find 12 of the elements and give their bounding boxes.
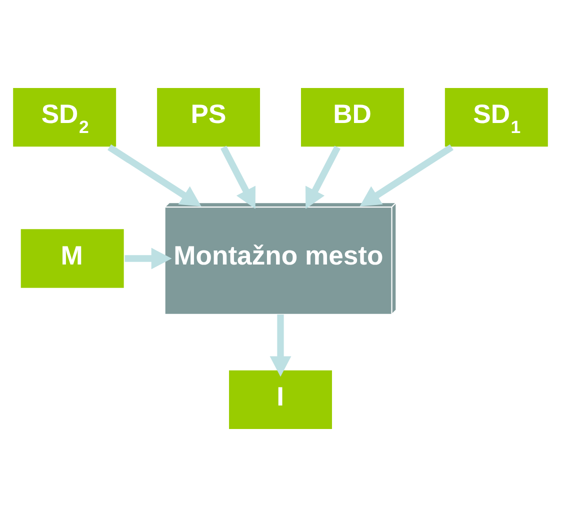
arrow [306,146,340,209]
arrow [360,144,454,206]
arrow [270,314,292,377]
node-box: BD [300,86,406,148]
node-box: PS [156,86,262,148]
node-box: SD$_{1}$ [444,86,549,148]
node-box: M [20,228,125,289]
node-box: SD$_{2}$ [12,86,118,148]
arrow [220,146,256,209]
arrow [108,144,202,206]
node-box: I [228,369,334,430]
arrow [124,248,172,270]
